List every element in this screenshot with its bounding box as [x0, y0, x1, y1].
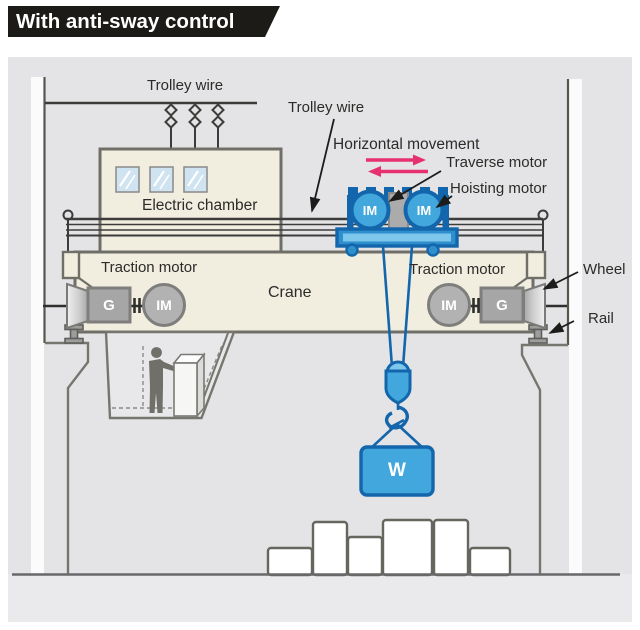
leader-arrows: [309, 118, 579, 334]
collector-icon: [188, 103, 202, 151]
gearbox-letter-left: G: [103, 296, 115, 314]
collector-icon: [164, 103, 178, 151]
wheel-icon: [66, 282, 89, 330]
trolley-wire: [45, 101, 257, 151]
operator-cab: [104, 330, 236, 420]
horizontal-movement-arrows: [366, 154, 428, 177]
im-letter-right: IM: [441, 297, 457, 313]
window-icon: [149, 166, 174, 193]
label-wheel: Wheel: [583, 261, 626, 278]
load-box: [359, 445, 435, 497]
page-title: With anti-sway control: [16, 10, 235, 33]
label-trolley-wire-right: Trolley wire: [288, 99, 365, 116]
right-pillar: [520, 79, 582, 574]
im-letter-traverse: IM: [362, 202, 378, 218]
label-rail: Rail: [588, 310, 614, 327]
collector-icon: [211, 103, 225, 151]
operator-person-icon: [149, 347, 176, 413]
traction-drive-right: [427, 282, 567, 344]
traction-motor-im: [142, 283, 186, 327]
load-letter: W: [388, 460, 406, 481]
label-electric-chamber: Electric chamber: [142, 197, 258, 214]
label-crane: Crane: [268, 284, 312, 301]
electric-chamber: [98, 147, 283, 257]
bridge-rails: [62, 209, 549, 253]
cargo-boxes: [266, 518, 512, 577]
gearbox: [479, 286, 525, 324]
trolley-wheel-icon: [426, 243, 440, 257]
im-letter-hoisting: IM: [416, 202, 432, 218]
label-traverse-motor: Traverse motor: [446, 154, 548, 171]
gearbox-letter-right: G: [496, 296, 508, 314]
window-icon: [183, 166, 208, 193]
title-banner: With anti-sway control: [8, 6, 280, 37]
label-trolley-wire-top: Trolley wire: [147, 77, 224, 94]
hoist-and-load: [359, 245, 435, 497]
trolley-wheel-icon: [345, 243, 359, 257]
gearbox: [86, 286, 132, 324]
wheel-icon: [523, 282, 546, 330]
hook-icon: [384, 405, 409, 430]
window-icon: [115, 166, 140, 193]
traction-motor-im: [427, 283, 471, 327]
traction-drive-left: [43, 282, 186, 344]
rail-icon: [528, 324, 548, 344]
label-traction-motor-right: Traction motor: [409, 261, 506, 278]
label-hoisting-motor: Hoisting motor: [450, 180, 547, 197]
label-traction-motor-left: Traction motor: [101, 259, 198, 276]
ground: [8, 574, 632, 622]
label-horizontal-movement: Horizontal movement: [333, 136, 480, 153]
control-console: [172, 352, 206, 419]
im-letter-left: IM: [156, 297, 172, 313]
